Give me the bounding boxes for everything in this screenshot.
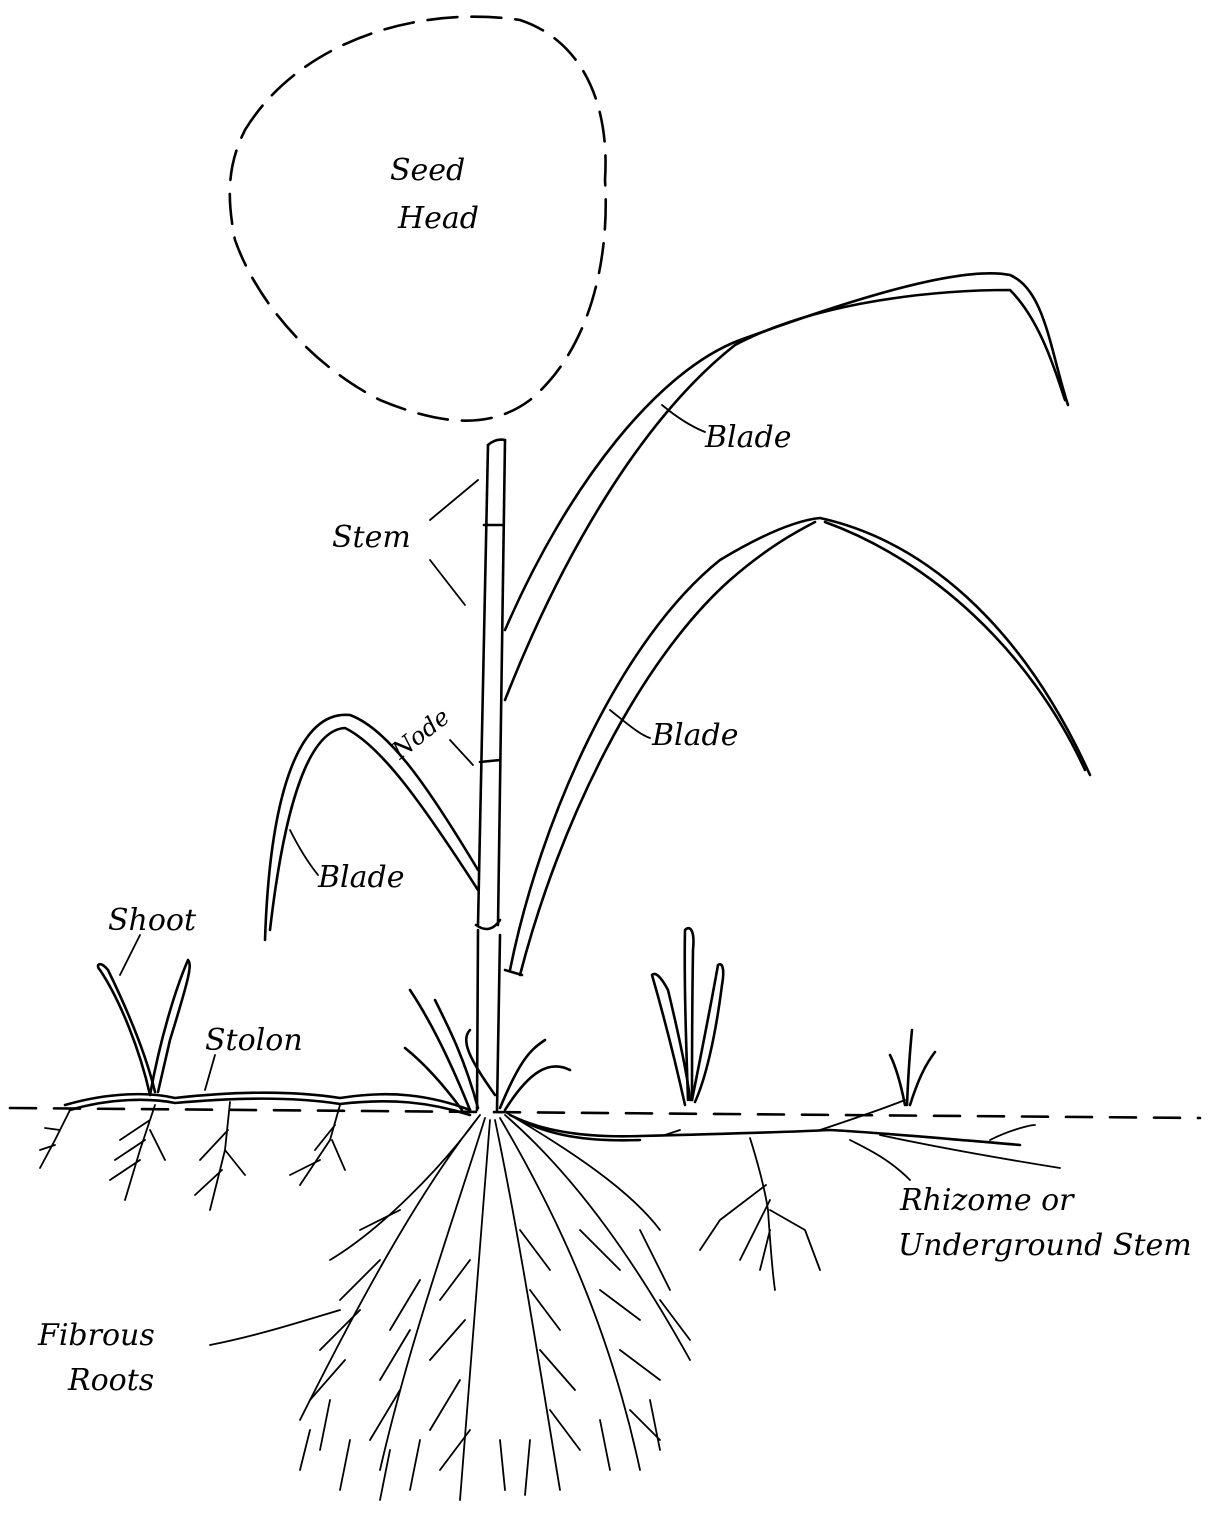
blade-upper-label: Blade	[704, 420, 791, 455]
stem-label: Stem	[332, 520, 411, 555]
roots-label-line1: Fibrous	[37, 1318, 155, 1353]
shoot-label: Shoot	[108, 903, 197, 938]
blade-upper	[505, 273, 1068, 700]
shoot-leader-line	[120, 935, 140, 975]
rhizome-label-line2: Underground Stem	[898, 1228, 1192, 1263]
rhizome-shoot-small	[890, 1030, 935, 1105]
rhizome-shoot-large	[652, 928, 723, 1105]
stem	[476, 440, 505, 1110]
stolon-leader-line	[205, 1055, 215, 1090]
fibrous-roots	[300, 1112, 690, 1500]
blade-lower-leader-line	[290, 830, 318, 875]
stolon-label: Stolon	[205, 1023, 303, 1058]
blade-middle	[505, 518, 1090, 975]
blade-lower	[265, 715, 478, 940]
blade-middle-label: Blade	[651, 718, 738, 753]
soil-line	[10, 1108, 1200, 1118]
rhizome-leader-line	[850, 1140, 910, 1180]
blade-lower-label: Blade	[317, 860, 404, 895]
basal-tillers	[405, 990, 570, 1110]
stem-leader-line-2	[430, 560, 465, 605]
stem-leader-line	[430, 480, 478, 520]
roots-leader-line	[210, 1310, 340, 1345]
stolon-shoot	[98, 960, 190, 1095]
stolon-roots	[40, 1102, 345, 1210]
seed-head-label-line1: Seed	[390, 153, 465, 188]
node-leader-line	[450, 740, 473, 765]
seed-head-label-line2: Head	[397, 201, 479, 236]
roots-label-line2: Roots	[67, 1363, 154, 1398]
rhizome-label-line1: Rhizome or	[899, 1183, 1075, 1218]
node-label: Node	[386, 703, 455, 766]
